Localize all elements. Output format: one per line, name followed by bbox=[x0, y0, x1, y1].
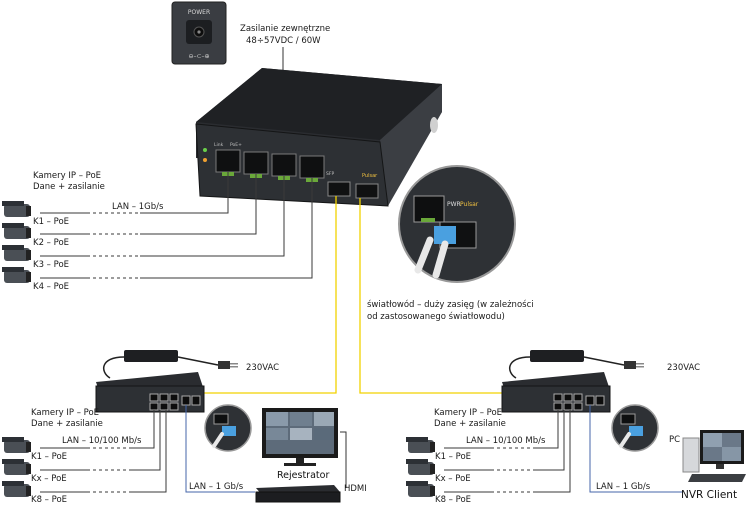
left-uplink-cable bbox=[185, 405, 255, 493]
nvr-client-label: NVR Client bbox=[681, 489, 737, 501]
left-monitor bbox=[262, 408, 338, 466]
port-label-poe: PoE+ bbox=[230, 142, 242, 148]
right-uplink-cable bbox=[589, 405, 682, 493]
main-camera-3 bbox=[2, 245, 31, 261]
led-link-icon bbox=[203, 148, 207, 152]
left-camera-label-3: K8 – PoE bbox=[31, 495, 67, 505]
left-cameras-heading-2: Dane + zasilanie bbox=[31, 419, 103, 429]
right-lan-cables bbox=[444, 410, 571, 493]
right-camera-label-2: Kx – PoE bbox=[435, 474, 471, 484]
power-supply-line1: Zasilanie zewnętrzne bbox=[240, 24, 330, 34]
main-cameras-heading-2: Dane + zasilanie bbox=[33, 182, 105, 192]
right-camera-3 bbox=[406, 481, 435, 497]
right-ac-label: 230VAC bbox=[667, 363, 700, 373]
zoom-pwr-label: PWR bbox=[447, 201, 461, 208]
left-camera-1 bbox=[2, 437, 31, 453]
left-cameras-heading-1: Kamery IP – PoE bbox=[31, 408, 99, 418]
sfp-ports bbox=[327, 181, 379, 199]
left-lan-label: LAN – 10/100 Mb/s bbox=[62, 436, 142, 446]
right-power-adapter bbox=[508, 350, 644, 379]
right-lan-label: LAN – 10/100 Mb/s bbox=[466, 436, 546, 446]
right-cameras-heading-2: Dane + zasilanie bbox=[434, 419, 506, 429]
polarity-icon: ⊖–⊂–⊕ bbox=[188, 53, 209, 60]
right-camera-label-1: K1 – PoE bbox=[435, 452, 471, 462]
right-cameras-heading-1: Kamery IP – PoE bbox=[434, 408, 502, 418]
main-switch: Link PoE+ SFP Pulsar bbox=[195, 68, 442, 207]
fiber-links bbox=[187, 196, 505, 394]
left-camera-label-2: Kx – PoE bbox=[31, 474, 67, 484]
pc-label: PC bbox=[669, 435, 680, 445]
right-cable-dash-overlay bbox=[494, 447, 534, 493]
sfp-zoom-callout: PWR Pulsar bbox=[398, 165, 516, 283]
left-camera-2 bbox=[2, 459, 31, 475]
main-camera-label-3: K3 – PoE bbox=[33, 260, 69, 270]
left-lan-cables bbox=[40, 410, 167, 493]
fiber-label-2: od zastosowanego światłowodu) bbox=[367, 311, 505, 322]
power-inlet: POWER ⊖–⊂–⊕ bbox=[171, 1, 227, 65]
zoom-brand-logo: Pulsar bbox=[460, 201, 479, 208]
left-camera-3 bbox=[2, 481, 31, 497]
port-label-sfp: SFP bbox=[326, 171, 334, 177]
port-label-link: Link bbox=[214, 142, 224, 148]
switch-brand-logo: Pulsar bbox=[362, 173, 378, 179]
main-camera-1 bbox=[2, 201, 31, 217]
power-supply-line2: 48÷57VDC / 60W bbox=[246, 36, 321, 46]
left-cable-dash-overlay bbox=[90, 447, 130, 493]
left-ac-label: 230VAC bbox=[246, 363, 279, 373]
main-camera-4 bbox=[2, 267, 31, 283]
right-uplink-label: LAN – 1 Gb/s bbox=[596, 482, 651, 492]
led-poe-icon bbox=[203, 158, 207, 162]
hdmi-cable bbox=[340, 431, 347, 488]
fiber-label-1: światłowód – duży zasięg (w zależności bbox=[367, 299, 534, 310]
left-power-adapter bbox=[102, 350, 238, 379]
left-uplink-label: LAN – 1 Gb/s bbox=[189, 482, 244, 492]
hdmi-label: HDMI bbox=[344, 484, 367, 494]
mount-screw-icon bbox=[430, 117, 438, 133]
right-sfp-zoom-callout bbox=[611, 404, 659, 452]
main-cameras-heading-1: Kamery IP – PoE bbox=[33, 171, 101, 181]
right-site-switch bbox=[501, 372, 611, 413]
main-camera-label-1: K1 – PoE bbox=[33, 217, 69, 227]
cable-dash-overlay bbox=[90, 212, 140, 279]
recorder-device bbox=[255, 485, 341, 503]
left-camera-label-1: K1 – PoE bbox=[31, 452, 67, 462]
right-camera-2 bbox=[406, 459, 435, 475]
main-camera-label-4: K4 – PoE bbox=[33, 282, 69, 292]
power-inlet-label: POWER bbox=[188, 9, 210, 16]
left-site-switch bbox=[95, 372, 205, 413]
pc-computer bbox=[682, 430, 746, 482]
main-camera-label-2: K2 – PoE bbox=[33, 238, 69, 248]
main-lan-label: LAN – 1Gb/s bbox=[112, 202, 164, 212]
left-sfp-zoom-callout bbox=[204, 404, 252, 452]
recorder-label: Rejestrator bbox=[277, 470, 329, 481]
main-camera-2 bbox=[2, 223, 31, 239]
right-camera-1 bbox=[406, 437, 435, 453]
right-camera-label-3: K8 – PoE bbox=[435, 495, 471, 505]
